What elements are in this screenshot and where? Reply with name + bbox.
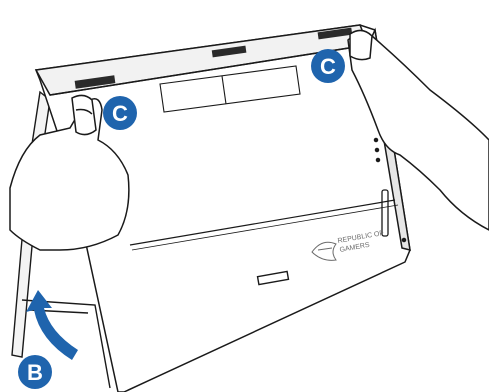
label-area <box>159 65 301 113</box>
side-slot <box>373 137 407 243</box>
right-hand <box>347 29 489 231</box>
top-vents <box>74 27 353 89</box>
left-hand <box>9 94 130 251</box>
callout-c-right: C <box>311 49 345 83</box>
callout-b: B <box>18 355 52 389</box>
callout-c-left: C <box>103 96 137 130</box>
svg-text:C: C <box>112 101 128 126</box>
rog-logo <box>311 241 337 261</box>
svg-text:B: B <box>27 360 43 385</box>
svg-text:C: C <box>320 54 336 79</box>
vent-center <box>211 45 247 58</box>
rotate-arrow <box>26 290 78 360</box>
bottom-connector <box>256 270 290 286</box>
vent-left <box>74 75 116 89</box>
vent-right <box>317 27 353 40</box>
